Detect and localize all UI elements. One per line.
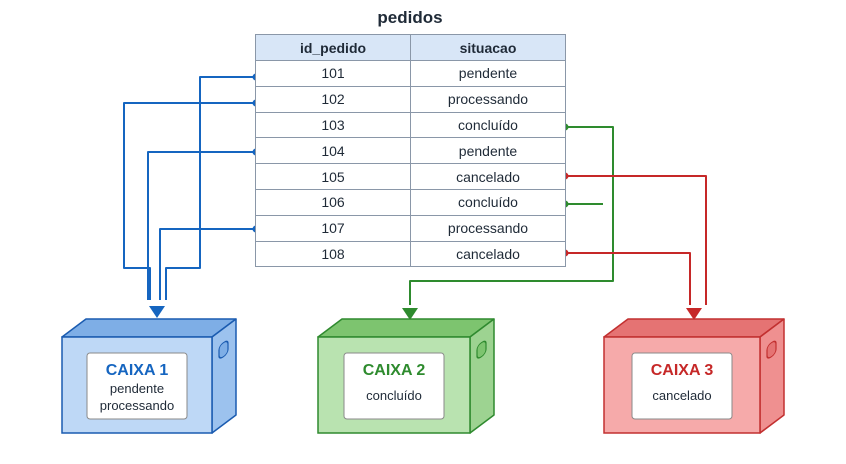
box-3: CAIXA 3 cancelado: [603, 318, 785, 434]
order-id-cell: 108: [255, 240, 411, 268]
box-status-label: processando: [100, 398, 174, 413]
box-top-face: [61, 318, 237, 338]
order-status-cell: concluído: [410, 111, 566, 139]
box-title: CAIXA 1: [106, 362, 169, 379]
column-header-id: id_pedido: [255, 34, 411, 61]
table-header-row: id_pedido situacao: [255, 34, 566, 61]
connector-line: [165, 76, 256, 300]
order-status-cell: concluído: [410, 188, 566, 216]
table-title: pedidos: [377, 8, 443, 27]
order-status-cell: pendente: [410, 137, 566, 165]
box-status-label: concluído: [366, 388, 422, 403]
box-top-face: [317, 318, 495, 338]
box-handle-icon: [476, 340, 487, 359]
box-title: CAIXA 3: [651, 362, 714, 379]
box-top-face: [603, 318, 785, 338]
box-handle-icon: [766, 340, 777, 359]
connector-line: [409, 126, 614, 305]
box-1: CAIXA 1 pendente processando: [61, 318, 237, 434]
box-side-face: [211, 318, 237, 434]
box-status-label: pendente: [110, 381, 164, 396]
order-status-cell: processando: [410, 214, 566, 242]
box-side-face: [759, 318, 785, 434]
box-side-face: [469, 318, 495, 434]
order-id-cell: 104: [255, 137, 411, 165]
box-2: CAIXA 2 concluído: [317, 318, 495, 434]
order-status-cell: cancelado: [410, 240, 566, 268]
box-title: CAIXA 2: [363, 362, 426, 379]
order-status-cell: pendente: [410, 60, 566, 87]
order-id-cell: 107: [255, 214, 411, 242]
connector-line: [123, 102, 256, 300]
arrow-head-icon: [402, 308, 418, 320]
connector-line: [565, 252, 691, 305]
box-label-panel: [631, 352, 733, 420]
connector-line: [159, 228, 256, 300]
order-id-cell: 102: [255, 85, 411, 113]
box-label-panel: [86, 352, 188, 420]
box-status-label: cancelado: [652, 388, 711, 403]
connector-line: [147, 151, 256, 300]
order-status-cell: processando: [410, 85, 566, 113]
order-status-cell: cancelado: [410, 163, 566, 190]
box-handle-icon: [218, 340, 229, 359]
arrow-head-icon: [149, 306, 165, 318]
order-id-cell: 101: [255, 60, 411, 87]
arrow-head-icon: [686, 308, 702, 320]
column-header-status: situacao: [410, 34, 566, 61]
connector-line: [565, 175, 707, 305]
box-label-panel: [343, 352, 445, 420]
